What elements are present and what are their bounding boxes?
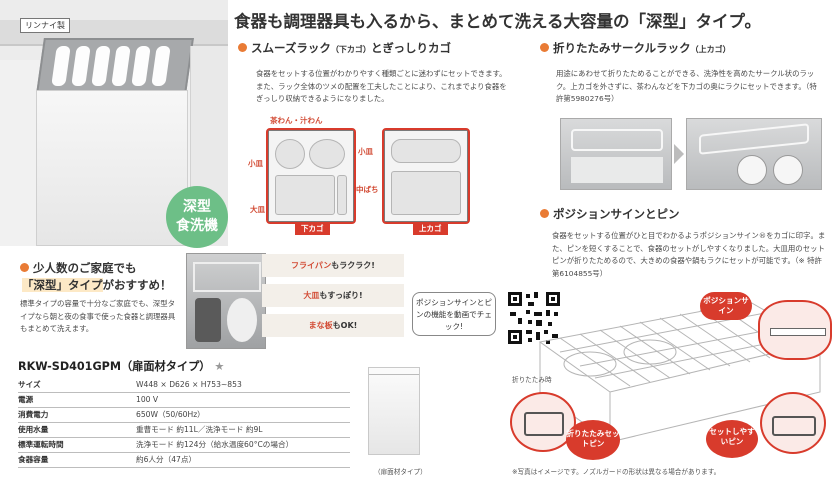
small-family-heading: 少人数のご家庭でも 「深型」タイプがおすすめ！ [20, 260, 210, 294]
tag-upper-rack: 上カゴ [413, 222, 448, 235]
bubble-fold-pin: 折りたたみセットピン [566, 420, 620, 460]
tag-lower-rack: 下カゴ [295, 222, 330, 235]
small-family-title-highlight: 「深型」タイプ [22, 278, 103, 292]
badge-line-1: 深型 [183, 199, 211, 215]
label-small-plate-left: 小皿 [248, 159, 263, 168]
fold-rack-body: 用途にあわせて折りたためることができる、洗浄性を高めたサークル状のラック。上カゴ… [556, 69, 817, 104]
zoom-fold-pin [510, 392, 576, 452]
small-family-photo [186, 253, 266, 349]
spec-key: 電源 [18, 395, 34, 404]
small-family-title-rest: がおすすめ！ [102, 278, 172, 292]
pill-large-plate-rest: もすっぽり! [319, 291, 363, 300]
bullet-dot-icon [540, 209, 549, 218]
spec-row: サイズ W448 × D626 × H753~853 [18, 378, 350, 393]
fold-rack-title-small: （上カゴ） [690, 45, 731, 54]
lower-rack-illustration [268, 130, 354, 222]
pill-large-plate: 大皿もすっぽり! [262, 284, 404, 307]
smooth-rack-title-small: （下カゴ） [330, 45, 371, 54]
position-sign-body: 食器をセットする位置がひと目でわかるようポジションサイン®をカゴに印字。また、ピ… [552, 231, 826, 278]
bullet-dot-icon [238, 43, 247, 52]
spec-key: 消費電力 [18, 410, 49, 419]
dishwasher-front [36, 90, 188, 246]
bullet-dot-icon [540, 43, 549, 52]
label-large-plate: 大皿 [250, 205, 265, 214]
spec-row: 電源 100 V [18, 393, 350, 408]
position-sign-title: ポジションサインとピン [553, 207, 680, 221]
product-thumbnail [368, 367, 420, 455]
upper-rack-illustration [384, 130, 468, 222]
pill-cutting-board-hl: まな板 [308, 321, 333, 330]
spec-value: W448 × D626 × H753~853 [136, 380, 242, 389]
pill-frying-pan-hl: フライパン [291, 261, 332, 270]
zoom-position-sign [758, 300, 832, 360]
arrow-right-icon [674, 144, 684, 164]
product-caption: （扉面材タイプ） [374, 468, 427, 476]
qr-bubble: ポジションサインとピンの機能を動画でチェック! [412, 292, 496, 336]
main-title: 食器も調理器具も入るから、まとめて洗える大容量の「深型」タイプ。 [234, 12, 762, 31]
pill-cutting-board-rest: もOK! [332, 321, 358, 330]
label-medium-bowl: 中ばち [356, 185, 379, 194]
spec-key: サイズ [18, 380, 41, 389]
fold-label: 折りたたみ時 [512, 376, 552, 384]
dishwasher-rack [36, 38, 194, 94]
hero-photo [0, 0, 228, 246]
zoom-easy-pin [760, 392, 826, 454]
fold-photo-before [560, 118, 672, 190]
footnote: ※写真はイメージです。ノズルガードの形状は異なる場合があります。 [512, 468, 721, 476]
fold-rack-heading: 折りたたみサークルラック（上カゴ） [540, 40, 731, 56]
fold-photo-after [686, 118, 822, 190]
maker-tag: リンナイ製 [20, 18, 70, 33]
bubble-position-sign: ポジションサイン [700, 292, 752, 320]
pill-cutting-board: まな板もOK! [262, 314, 404, 337]
fold-rack-title: 折りたたみサークルラック [553, 41, 691, 55]
qr-code-icon[interactable] [506, 290, 562, 346]
spec-row: 使用水量 重曹モード 約11L／洗浄モード 約9L [18, 423, 350, 438]
spec-value: 100 V [136, 395, 159, 404]
smooth-rack-title: スムーズラック [251, 41, 331, 55]
spec-value: 650W（50/60Hz） [136, 410, 205, 419]
spec-row: 標準運転時間 洗浄モード 約124分（給水温度60°Cの場合） [18, 438, 350, 453]
spec-value: 重曹モード 約11L／洗浄モード 約9L [136, 425, 263, 434]
pill-frying-pan: フライパンもラクラク! [262, 254, 404, 277]
label-small-plate-right: 小皿 [358, 147, 373, 156]
spec-model: RKW-SD401GPM（扉面材タイプ） [18, 360, 211, 373]
pill-large-plate-hl: 大皿 [303, 291, 320, 300]
smooth-rack-title-rest: とぎっしりカゴ [370, 41, 451, 55]
bubble-easy-pin: セットしやすいピン [706, 420, 758, 458]
small-family-title-1: 少人数のご家庭でも [33, 261, 137, 275]
deep-type-badge: 深型 食洗機 [166, 186, 228, 248]
spec-value: 約6人分（47点） [136, 455, 197, 464]
lower-rack-frame [266, 128, 356, 224]
smooth-rack-body: 食器をセットする位置がわかりやすく種類ごとに迷わずにセットできます。また、ラック… [256, 69, 507, 104]
spec-key: 標準運転時間 [18, 440, 64, 449]
bullet-dot-icon [20, 263, 29, 272]
spec-title: RKW-SD401GPM（扉面材タイプ） ★ [18, 358, 224, 374]
label-bowls: 茶わん・汁わん [270, 116, 323, 125]
spec-row: 食器容量 約6人分（47点） [18, 453, 350, 468]
small-family-body: 標準タイプの容量で十分なご家庭でも、深型タイプなら朝と夜の食事で使った食器と調理… [20, 299, 176, 334]
spec-key: 使用水量 [18, 425, 49, 434]
upper-rack-frame [382, 128, 470, 224]
spec-key: 食器容量 [18, 455, 49, 464]
position-sign-heading: ポジションサインとピン [540, 206, 680, 222]
badge-line-2: 食洗機 [176, 218, 218, 234]
smooth-rack-heading: スムーズラック（下カゴ）とぎっしりカゴ [238, 40, 451, 56]
spec-row: 消費電力 650W（50/60Hz） [18, 408, 350, 423]
pill-frying-pan-rest: もラクラク! [331, 261, 375, 270]
star-icon: ★ [214, 360, 225, 373]
spec-value: 洗浄モード 約124分（給水温度60°Cの場合） [136, 440, 294, 449]
